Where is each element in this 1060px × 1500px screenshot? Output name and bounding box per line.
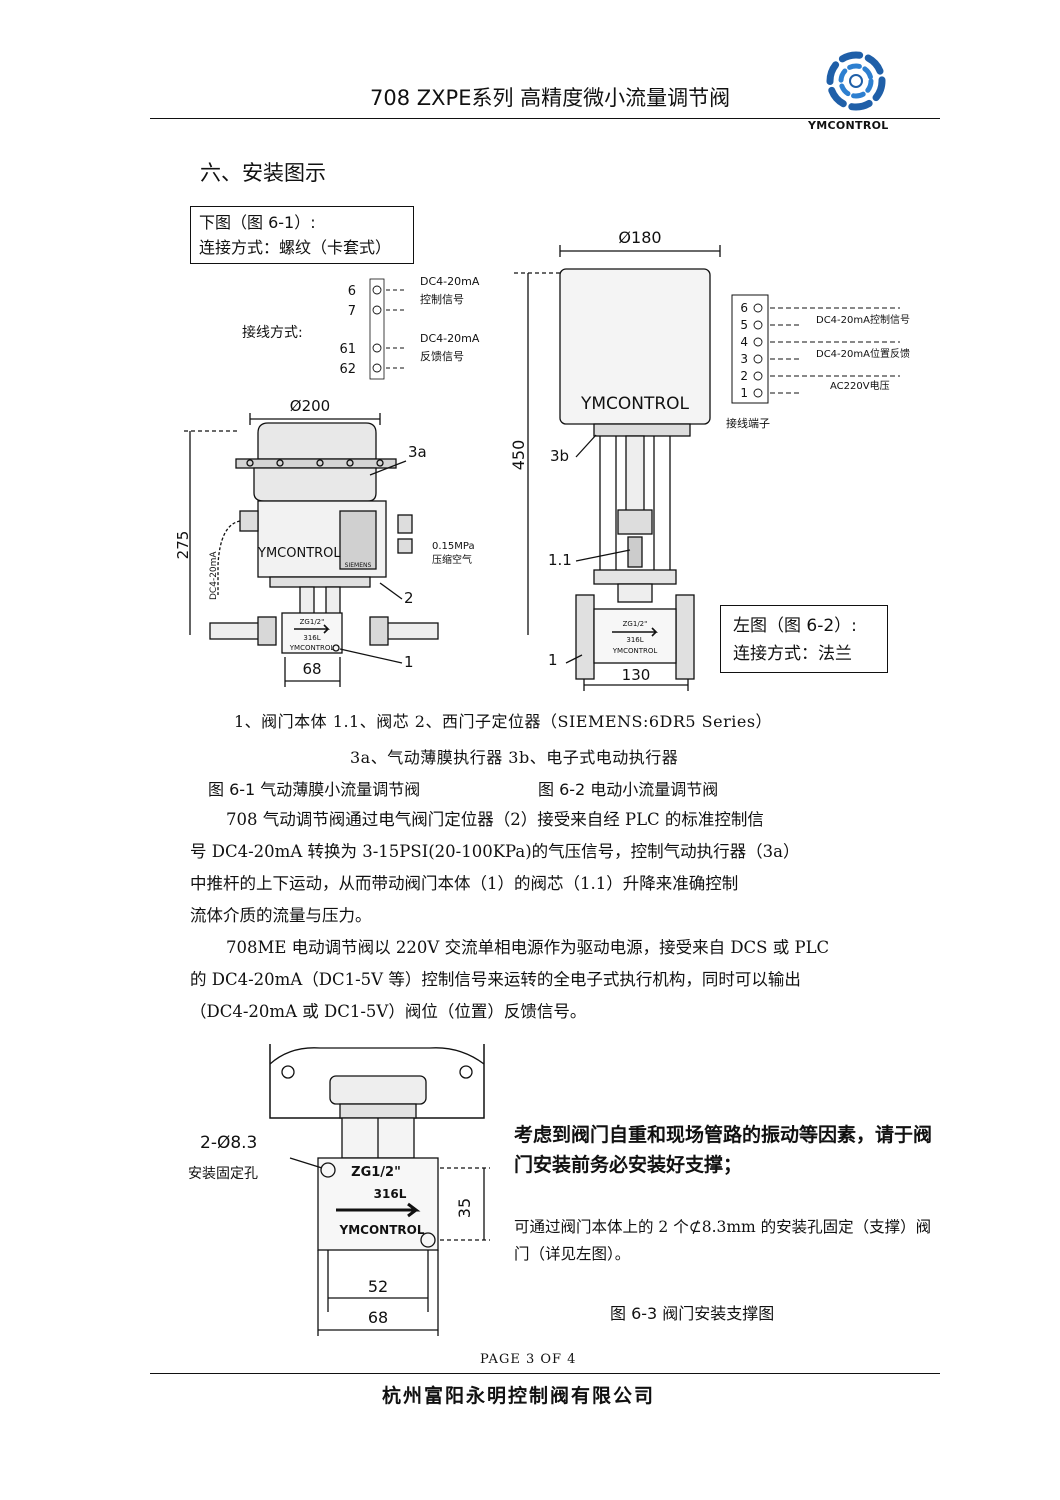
fig2-terminal: 1 [740, 386, 748, 400]
fig3-dim-height: 35 [455, 1198, 474, 1218]
fig2-brand: YMCONTROL [580, 394, 690, 414]
paragraph1-line1: 708 气动调节阀通过电气阀门定位器（2）接受来自经 PLC 的标准控制信 [226, 810, 764, 829]
fig1-valve-brand: YMCONTROL [289, 644, 335, 652]
terminal-screw-icon [753, 388, 763, 398]
fig1-brand: YMCONTROL [257, 546, 341, 561]
document-title: 708 ZXPE系列 高精度微小流量调节阀 [370, 86, 731, 110]
fig2-box-line2: 连接方式：法兰 [733, 644, 852, 664]
fig3-support-drawing: ZG1/2" 316L YMCONTROL 2-Ø8.3 安装固定孔 35 52… [188, 1044, 490, 1336]
terminal-screw-icon [753, 337, 763, 347]
fig2-connection-box: 左图（图 6-2）: 连接方式：法兰 [720, 605, 888, 673]
section-title: 六、安装图示 [200, 161, 326, 185]
callout-1: 1 [404, 653, 414, 671]
fig2-terminal: 4 [740, 335, 748, 349]
fig1-valve-thread: ZG1/2" [300, 618, 325, 626]
fig2-valve-material: 316L [626, 636, 643, 644]
fig1-box-line2: 连接方式：螺纹（卡套式） [199, 238, 392, 257]
support-description: 可通过阀门本体上的 2 个⊄8.3mm 的安装孔固定（支撑）阀门（详见左图）。 [514, 1218, 932, 1263]
fig3-valve-brand: YMCONTROL [339, 1223, 425, 1237]
fig1-dim-height: 275 [174, 531, 192, 560]
terminal-screw-icon [372, 363, 382, 373]
fig1-signal1-desc: 控制信号 [420, 292, 464, 306]
callout-2: 2 [404, 589, 414, 607]
fig3-hole-spec: 2-Ø8.3 [200, 1133, 257, 1153]
fig1-terminal: 7 [348, 304, 356, 319]
terminal-screw-icon [372, 343, 382, 353]
fig2-terminal: 2 [740, 369, 748, 383]
support-warning: 考虑到阀门自重和现场管路的振动等因素，请于阀门安装前务必安装好支撑； [514, 1124, 933, 1176]
legend-line1: 1、阀门本体 1.1、阀芯 2、西门子定位器（SIEMENS:6DR5 Seri… [234, 712, 773, 731]
fig1-valve-material: 316L [303, 634, 320, 642]
fig3-dim-inner: 52 [368, 1277, 388, 1296]
fig2-terminal-label: 接线端子 [726, 416, 770, 430]
fig1-signal1: DC4-20mA [420, 275, 480, 288]
positioner-brand: SIEMENS [345, 562, 372, 569]
terminal-screw-icon [753, 320, 763, 330]
fig3-caption: 图 6-3 阀门安装支撑图 [610, 1304, 775, 1323]
fig1-pneumatic-valve-drawing: 接线方式: 6 7 61 62 DC4-20mA 控制信号 DC4-20mA 反… [174, 275, 480, 687]
fig2-box-line1: 左图（图 6-2）: [733, 616, 857, 636]
fig2-valve-thread: ZG1/2" [623, 620, 648, 628]
fig2-power: AC220V电压 [830, 379, 890, 392]
paragraph2-line1: 708ME 电动调节阀以 220V 交流单相电源作为驱动电源，接受来自 DCS … [226, 938, 830, 957]
fig1-air-pressure: 0.15MPa [432, 541, 475, 552]
fig1-terminal: 62 [339, 362, 356, 377]
fig2-caption: 图 6-2 电动小流量调节阀 [538, 780, 719, 799]
terminal-screw-icon [753, 354, 763, 364]
fig2-electric-valve-drawing: Ø180 450 YMCONTROL 3b 1.1 ZG1/2" 316L YM… [509, 228, 910, 691]
page-number: PAGE 3 OF 4 [480, 1352, 577, 1367]
fig1-air-desc: 压缩空气 [432, 553, 472, 566]
fig2-signal-feedback: DC4-20mA位置反馈 [816, 347, 910, 360]
header-rule [150, 118, 940, 119]
mounting-hole-icon [320, 1162, 336, 1178]
terminal-screw-icon [372, 305, 382, 315]
fig2-dim-height: 450 [509, 440, 528, 471]
fig1-wiring-label: 接线方式: [242, 324, 303, 341]
fig2-terminal: 5 [740, 318, 748, 332]
callout-1b: 1 [548, 651, 558, 669]
footer-rule [150, 1373, 940, 1374]
terminal-screw-icon [753, 303, 763, 313]
fig1-signal2-desc: 反馈信号 [420, 350, 464, 363]
fig1-dim-base: 68 [302, 660, 321, 678]
fig2-terminal: 3 [740, 352, 748, 366]
paragraph1-line4: 流体介质的流量与压力。 [190, 906, 372, 925]
terminal-screw-icon [372, 285, 382, 295]
company-logo-icon [826, 51, 886, 111]
fig1-connection-box: 下图（图 6-1）: 连接方式：螺纹（卡套式） [190, 206, 414, 264]
paragraph2-line2: 的 DC4-20mA（DC1-5V 等）控制信号来运转的全电子式执行机构，同时可… [190, 970, 801, 989]
fig3-valve-thread: ZG1/2" [351, 1165, 401, 1180]
fig1-terminal: 61 [339, 342, 356, 357]
callout-3a: 3a [408, 443, 427, 461]
fig2-terminal: 6 [740, 301, 748, 315]
terminal-screw-icon [753, 371, 763, 381]
paragraph1-line2: 号 DC4-20mA 转换为 3-15PSI(20-100KPa)的气压信号，控… [190, 842, 800, 861]
fig3-valve-material: 316L [374, 1187, 407, 1201]
fig2-valve-brand: YMCONTROL [612, 647, 658, 655]
logo-text: YMCONTROL [808, 119, 889, 132]
company-name: 杭州富阳永明控制阀有限公司 [382, 1385, 656, 1407]
mounting-hole-icon [420, 1232, 436, 1248]
fig1-dim-width: Ø200 [290, 397, 330, 415]
fig3-dim-outer: 68 [368, 1308, 388, 1327]
fig1-signal2: DC4-20mA [420, 332, 480, 345]
fig1-box-line1: 下图（图 6-1）: [199, 213, 316, 232]
fig3-hole-label: 安装固定孔 [188, 1166, 258, 1182]
fig1-terminal: 6 [348, 284, 356, 299]
fig2-signal-control: DC4-20mA控制信号 [816, 313, 910, 326]
fig1-side-signal: DC4-20mA [209, 551, 219, 600]
fig2-dim-width: Ø180 [618, 228, 661, 247]
paragraph2-line3: （DC4-20mA 或 DC1-5V）阀位（位置）反馈信号。 [190, 1002, 587, 1021]
callout-3b: 3b [550, 447, 569, 465]
legend-line2: 3a、气动薄膜执行器 3b、电子式电动执行器 [350, 748, 679, 767]
fig2-dim-base: 130 [622, 666, 651, 684]
fig1-caption: 图 6-1 气动薄膜小流量调节阀 [208, 780, 421, 799]
paragraph1-line3: 中推杆的上下运动，从而带动阀门本体（1）的阀芯（1.1）升降来准确控制 [190, 874, 739, 893]
callout-1-1: 1.1 [548, 551, 572, 569]
